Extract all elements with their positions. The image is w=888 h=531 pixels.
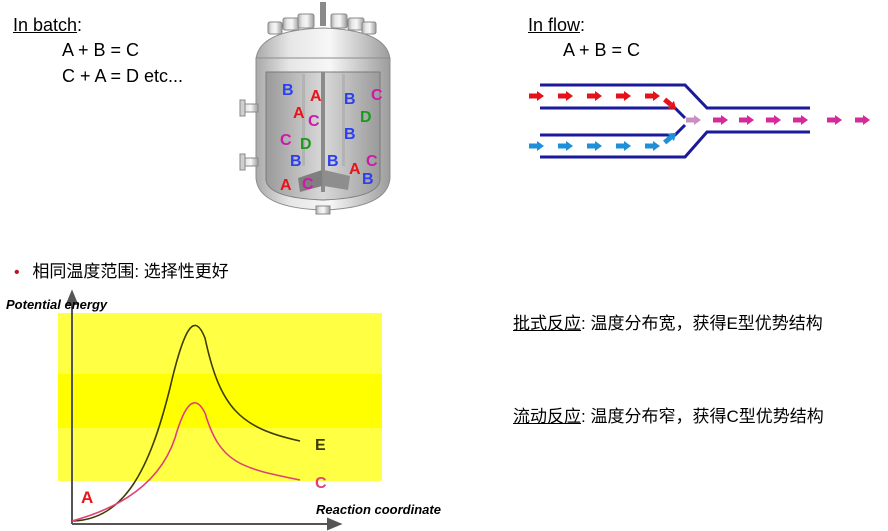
y-axis-label: Potential energy — [6, 297, 108, 312]
reactor-letter: B — [362, 171, 374, 188]
flow-arrow — [645, 141, 660, 151]
flow-arrow — [587, 91, 602, 101]
flow-note-text: : 温度分布窄，获得C型优势结构 — [581, 407, 824, 426]
reactor-letter: C — [366, 153, 378, 170]
flow-arrow — [616, 141, 631, 151]
batch-note: 批式反应: 温度分布宽，获得E型优势结构 — [513, 313, 885, 335]
flow-arrow — [766, 115, 781, 125]
flow-arrow — [558, 141, 573, 151]
batch-title: In batch — [13, 15, 78, 35]
flow-arrow — [793, 115, 808, 125]
reactor-letter: B — [290, 153, 302, 170]
flow-note-label: 流动反应 — [513, 407, 581, 426]
label-a: A — [81, 488, 93, 507]
flow-arrow — [529, 91, 544, 101]
reactor-letter: A — [293, 105, 305, 122]
flow-note: 流动反应: 温度分布窄，获得C型优势结构 — [513, 406, 885, 428]
flow-arrow — [587, 141, 602, 151]
bullet-point: • 相同温度范围: 选择性更好 — [14, 262, 229, 283]
reactor-letter: B — [282, 82, 294, 99]
flow-arrow — [663, 97, 677, 110]
reactor-letter: B — [344, 126, 356, 143]
flow-reactor-illustration — [529, 83, 870, 159]
x-axis-label: Reaction coordinate — [316, 502, 441, 517]
flow-arrow — [663, 132, 677, 145]
reactor-letter: C — [302, 176, 314, 193]
flow-arrow — [616, 91, 631, 101]
flow-arrow — [827, 115, 842, 125]
product-c-arrows — [686, 115, 870, 125]
temperature-band-center — [58, 374, 382, 428]
curve-c — [71, 402, 301, 522]
flow-arrow — [686, 115, 701, 125]
reactor-letter: B — [344, 91, 356, 108]
flow-arrow — [855, 115, 870, 125]
reactor-letter: A — [310, 88, 322, 105]
flow-title: In flow — [528, 15, 581, 35]
reactor-letter: C — [280, 132, 292, 149]
label-e: E — [315, 437, 326, 454]
flow-equation: A + B = C — [563, 40, 641, 60]
curve-e — [71, 324, 301, 522]
bullet-text: 相同温度范围: 选择性更好 — [32, 262, 229, 281]
reactor-letter: A — [280, 177, 292, 194]
bullet-dot: • — [14, 264, 20, 281]
flow-arrow — [529, 141, 544, 151]
batch-equation-2: C + A = D etc... — [62, 66, 184, 86]
batch-note-label: 批式反应 — [513, 314, 581, 333]
flow-arrow — [713, 115, 728, 125]
flow-arrow — [645, 91, 660, 101]
label-c: C — [315, 475, 327, 492]
reactor-letter: B — [327, 153, 339, 170]
reactant-b-arrows — [529, 132, 677, 151]
flow-heading: In flow: — [528, 15, 586, 35]
flow-arrow — [558, 91, 573, 101]
reactor-letter: D — [300, 136, 312, 153]
reactor-letter: C — [371, 87, 383, 104]
reactor-letter: C — [308, 113, 320, 130]
reactant-a-arrows — [529, 91, 677, 110]
reactor-letter: D — [360, 109, 372, 126]
flow-arrow — [739, 115, 754, 125]
batch-heading: In batch: — [13, 15, 83, 35]
energy-profile-plot: Potential energy Reaction coordinate A E… — [6, 289, 441, 531]
batch-equation-1: A + B = C — [62, 40, 140, 60]
reactor-letter: A — [349, 161, 361, 178]
batch-note-text: : 温度分布宽，获得E型优势结构 — [581, 314, 823, 333]
